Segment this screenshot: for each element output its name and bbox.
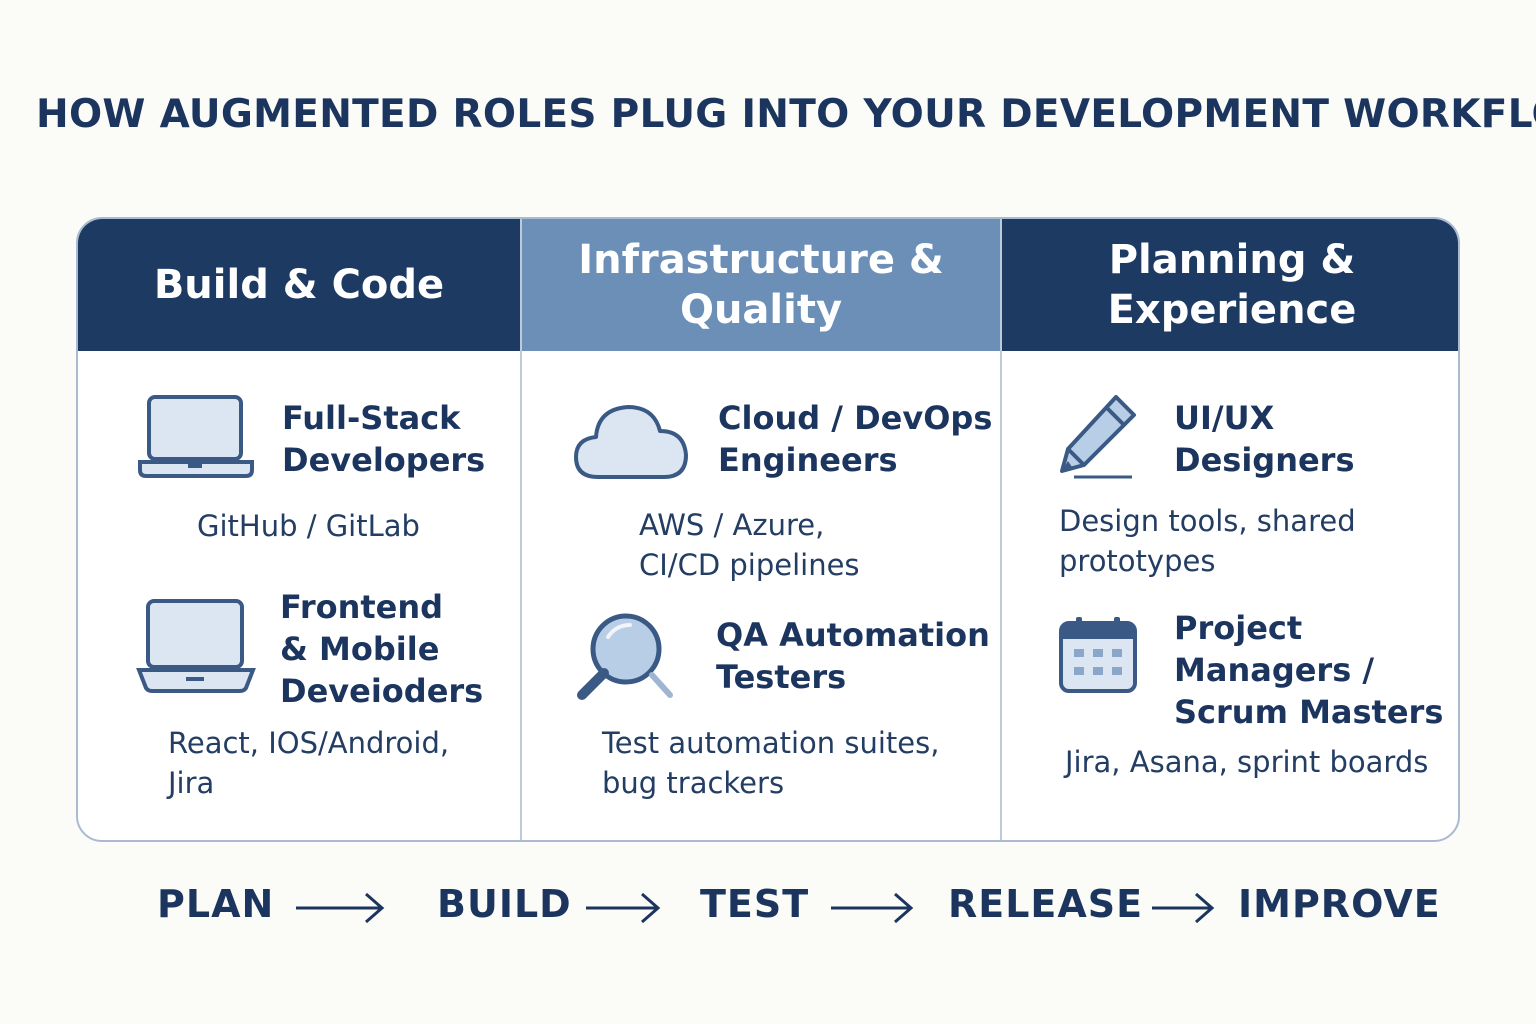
laptop-icon: [138, 395, 254, 478]
column-header: Build & Code: [78, 219, 520, 351]
role-name-ui-ux: UI/UX Designers: [1174, 399, 1355, 479]
role-name-cloud-devops: Cloud / DevOps Engineers: [718, 399, 993, 479]
role-name-qa-automation: QA Automation Testers: [716, 616, 990, 696]
column-header-line: Infrastructure &: [578, 237, 944, 283]
role-tools-full-stack: GitHub / GitLab: [197, 509, 420, 543]
flow-step-test: TEST: [700, 882, 810, 926]
flow-step-improve: IMPROVE: [1238, 882, 1441, 926]
magnifier-icon: [577, 613, 673, 700]
role-tools-cloud-devops: AWS / Azure, CI/CD pipelines: [639, 508, 860, 582]
page-title: HOW AUGMENTED ROLES PLUG INTO YOUR DEVEL…: [36, 92, 1536, 137]
roles-panel: Build & Code Full-Stack Developers GitHu…: [76, 217, 1460, 842]
role-tools-qa-automation: Test automation suites, bug trackers: [602, 726, 940, 800]
column-header-line: Quality: [679, 287, 843, 333]
flow-step-build: BUILD: [437, 882, 572, 926]
column-header-line: Planning &: [1108, 237, 1356, 283]
flow-step-plan: PLAN: [157, 882, 275, 926]
column-header-line: Experience: [1107, 287, 1357, 333]
arrow-right-icon: [296, 892, 385, 924]
role-tools-project-managers: Jira, Asana, sprint boards: [1065, 745, 1429, 779]
column-build-code: Build & Code Full-Stack Developers GitHu…: [78, 219, 520, 840]
cloud-icon: [574, 405, 688, 479]
column-header-line: Build & Code: [153, 262, 445, 308]
role-name-frontend-mobile: Frontend & Mobile Deveioders: [280, 588, 484, 710]
flow-step-release: RELEASE: [948, 882, 1144, 926]
laptop-icon: [136, 599, 256, 693]
calendar-icon: [1059, 617, 1137, 693]
role-name-full-stack: Full-Stack Developers: [282, 399, 486, 479]
arrow-right-icon: [1152, 892, 1215, 924]
role-tools-frontend-mobile: React, IOS/Android, Jira: [168, 726, 450, 800]
role-name-project-managers: Project Managers / Scrum Masters: [1174, 609, 1444, 731]
column-infrastructure-quality: Infrastructure & Quality Cloud / DevOps …: [520, 219, 1002, 840]
column-planning-experience: Planning & Experience UI/UX Designers De…: [1002, 219, 1458, 840]
pencil-icon: [1060, 395, 1136, 479]
arrow-right-icon: [586, 892, 661, 924]
column-header: Infrastructure & Quality: [522, 219, 1000, 351]
arrow-right-icon: [831, 892, 914, 924]
role-tools-ui-ux: Design tools, shared prototypes: [1059, 504, 1356, 578]
column-header: Planning & Experience: [1002, 219, 1458, 351]
